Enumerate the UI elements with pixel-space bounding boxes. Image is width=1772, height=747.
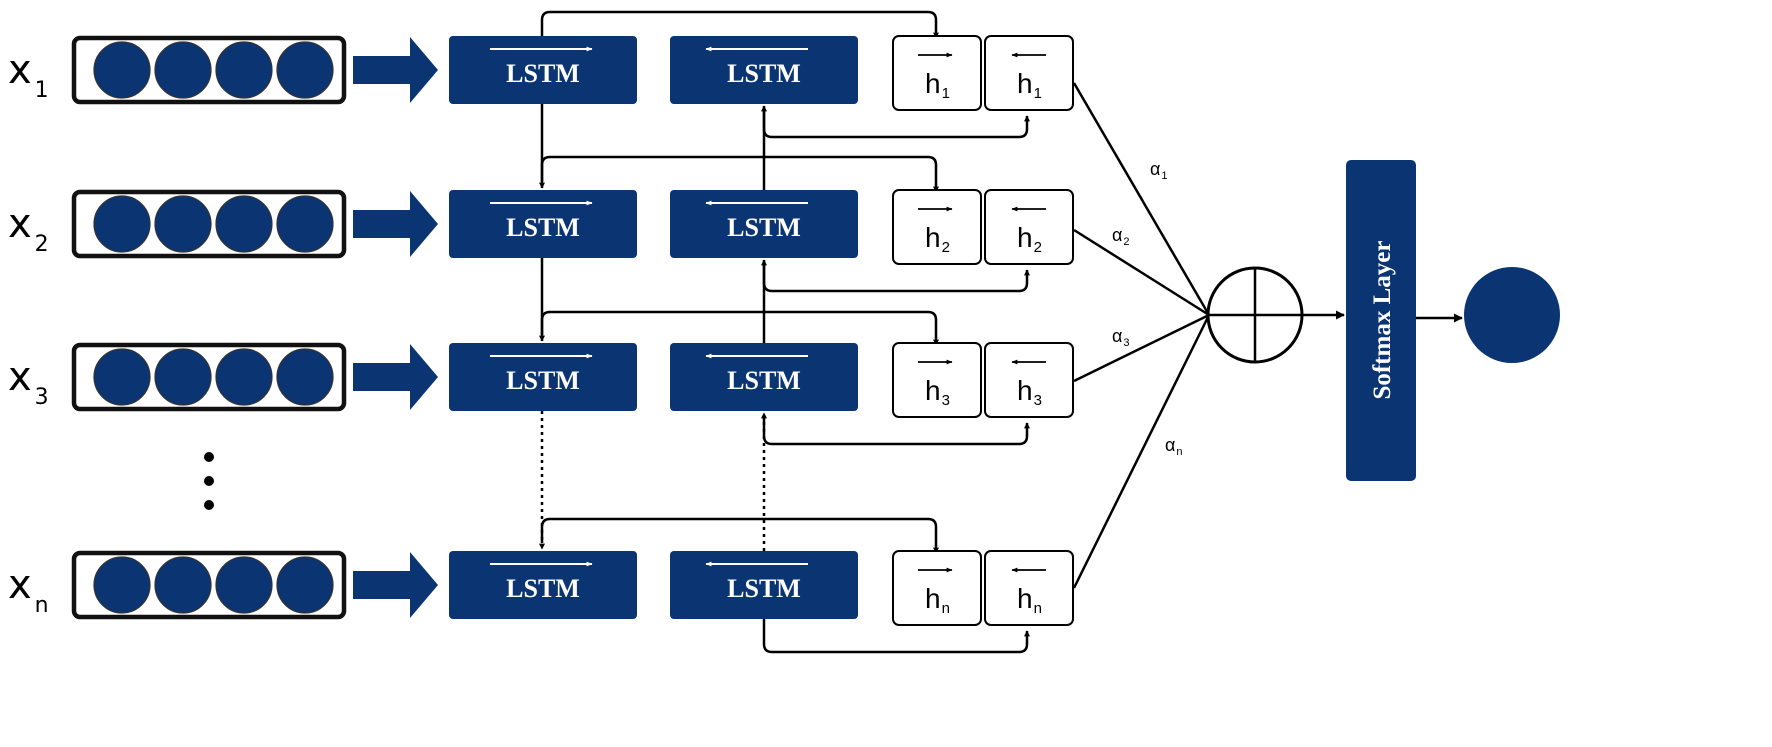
backward-hidden-box xyxy=(984,35,1074,111)
input-vector-node xyxy=(154,348,212,406)
forward-lstm-cell xyxy=(449,551,637,619)
input-vector-node xyxy=(93,348,151,406)
backward-hidden-box xyxy=(984,550,1074,626)
backward-hidden-box xyxy=(984,189,1074,265)
attention-weight-line xyxy=(1072,82,1211,316)
input-vector-node xyxy=(215,195,273,253)
attention-weight-line xyxy=(1072,314,1211,589)
hidden-subscript: 3 xyxy=(1034,392,1042,409)
input-vector-node xyxy=(215,41,273,99)
output-node-icon xyxy=(1464,267,1560,363)
backward-lstm-label: LSTM xyxy=(727,213,801,242)
input-vector-node xyxy=(276,348,334,406)
block-arrow-icon xyxy=(353,552,438,618)
forward-to-hidden-arrow xyxy=(540,155,939,193)
input-vector-node xyxy=(215,348,273,406)
backward-lstm-label: LSTM xyxy=(727,59,801,88)
input-vector-node xyxy=(93,556,151,614)
input-subscript: n xyxy=(35,593,49,618)
ellipsis-dot xyxy=(204,476,214,486)
attention-weight-subscript: 1 xyxy=(1161,170,1167,182)
forward-lstm-cell xyxy=(449,36,637,104)
attention-weight-line xyxy=(1073,228,1210,317)
input-vector-node xyxy=(276,556,334,614)
attention-weight-line xyxy=(1073,313,1210,383)
backward-lstm-cell xyxy=(670,343,858,411)
attention-weight-subscript: n xyxy=(1176,446,1182,458)
connection-lines xyxy=(539,10,1030,654)
forward-lstm-label: LSTM xyxy=(506,366,580,395)
backward-lstm-label: LSTM xyxy=(727,366,801,395)
backward-lstm-cell xyxy=(670,36,858,104)
ellipsis-dot xyxy=(204,452,214,462)
block-arrow-icon xyxy=(353,191,438,257)
forward-hidden-label: h1 xyxy=(925,68,950,102)
input-subscript: 2 xyxy=(35,232,49,257)
backward-lstm-label: LSTM xyxy=(727,574,801,603)
forward-to-hidden-arrow xyxy=(540,517,939,554)
input-vector-node xyxy=(93,41,151,99)
forward-lstm-cell xyxy=(449,190,637,258)
backward-to-hidden-arrow xyxy=(762,262,1030,293)
backward-to-hidden-arrow xyxy=(762,415,1030,446)
hidden-subscript: 2 xyxy=(942,239,950,256)
forward-hidden-box xyxy=(892,342,982,418)
attention-weight-label: α1 xyxy=(1150,159,1168,182)
backward-hidden-box xyxy=(984,342,1074,418)
forward-lstm-label: LSTM xyxy=(506,574,580,603)
attention-weight-subscript: 2 xyxy=(1123,236,1129,248)
attention-weight-subscript: 3 xyxy=(1123,337,1129,349)
input-subscript: 3 xyxy=(35,385,49,410)
input-vector-node xyxy=(154,195,212,253)
attention-output-group: α1 α2 α3 αn Softmax Layer xyxy=(1072,82,1560,589)
input-vector-node xyxy=(276,195,334,253)
backward-lstm-cell xyxy=(670,551,858,619)
forward-hidden-box xyxy=(892,550,982,626)
forward-to-hidden-arrow xyxy=(540,10,939,39)
attention-weight-label: α2 xyxy=(1112,225,1130,248)
hidden-subscript: 2 xyxy=(1034,239,1042,256)
input-vector-node xyxy=(154,41,212,99)
hidden-subscript: n xyxy=(942,600,950,617)
input-vector-node xyxy=(276,41,334,99)
forward-to-hidden-arrow xyxy=(540,310,939,346)
hidden-subscript: 1 xyxy=(1034,85,1042,102)
forward-lstm-label: LSTM xyxy=(506,59,580,88)
softmax-layer-label: Softmax Layer xyxy=(1369,241,1396,400)
ellipsis-dot xyxy=(204,500,214,510)
backward-to-hidden-arrow xyxy=(762,619,1030,654)
input-vector-node xyxy=(93,195,151,253)
hidden-subscript: 3 xyxy=(942,392,950,409)
input-vector-node xyxy=(154,556,212,614)
input-vector-node xyxy=(215,556,273,614)
hidden-subscript: n xyxy=(1034,600,1042,617)
forward-hidden-box xyxy=(892,35,982,111)
forward-lstm-cell xyxy=(449,343,637,411)
backward-lstm-cell xyxy=(670,190,858,258)
forward-hidden-box xyxy=(892,189,982,265)
block-arrow-icon xyxy=(353,37,438,103)
backward-to-hidden-arrow xyxy=(762,108,1030,139)
block-arrow-icon xyxy=(353,344,438,410)
attention-weight-label: α3 xyxy=(1112,326,1130,349)
hidden-subscript: 1 xyxy=(942,85,950,102)
input-subscript: 1 xyxy=(35,78,49,103)
attention-weight-label: αn xyxy=(1165,435,1183,458)
softmax-layer xyxy=(1346,160,1416,481)
forward-lstm-label: LSTM xyxy=(506,213,580,242)
